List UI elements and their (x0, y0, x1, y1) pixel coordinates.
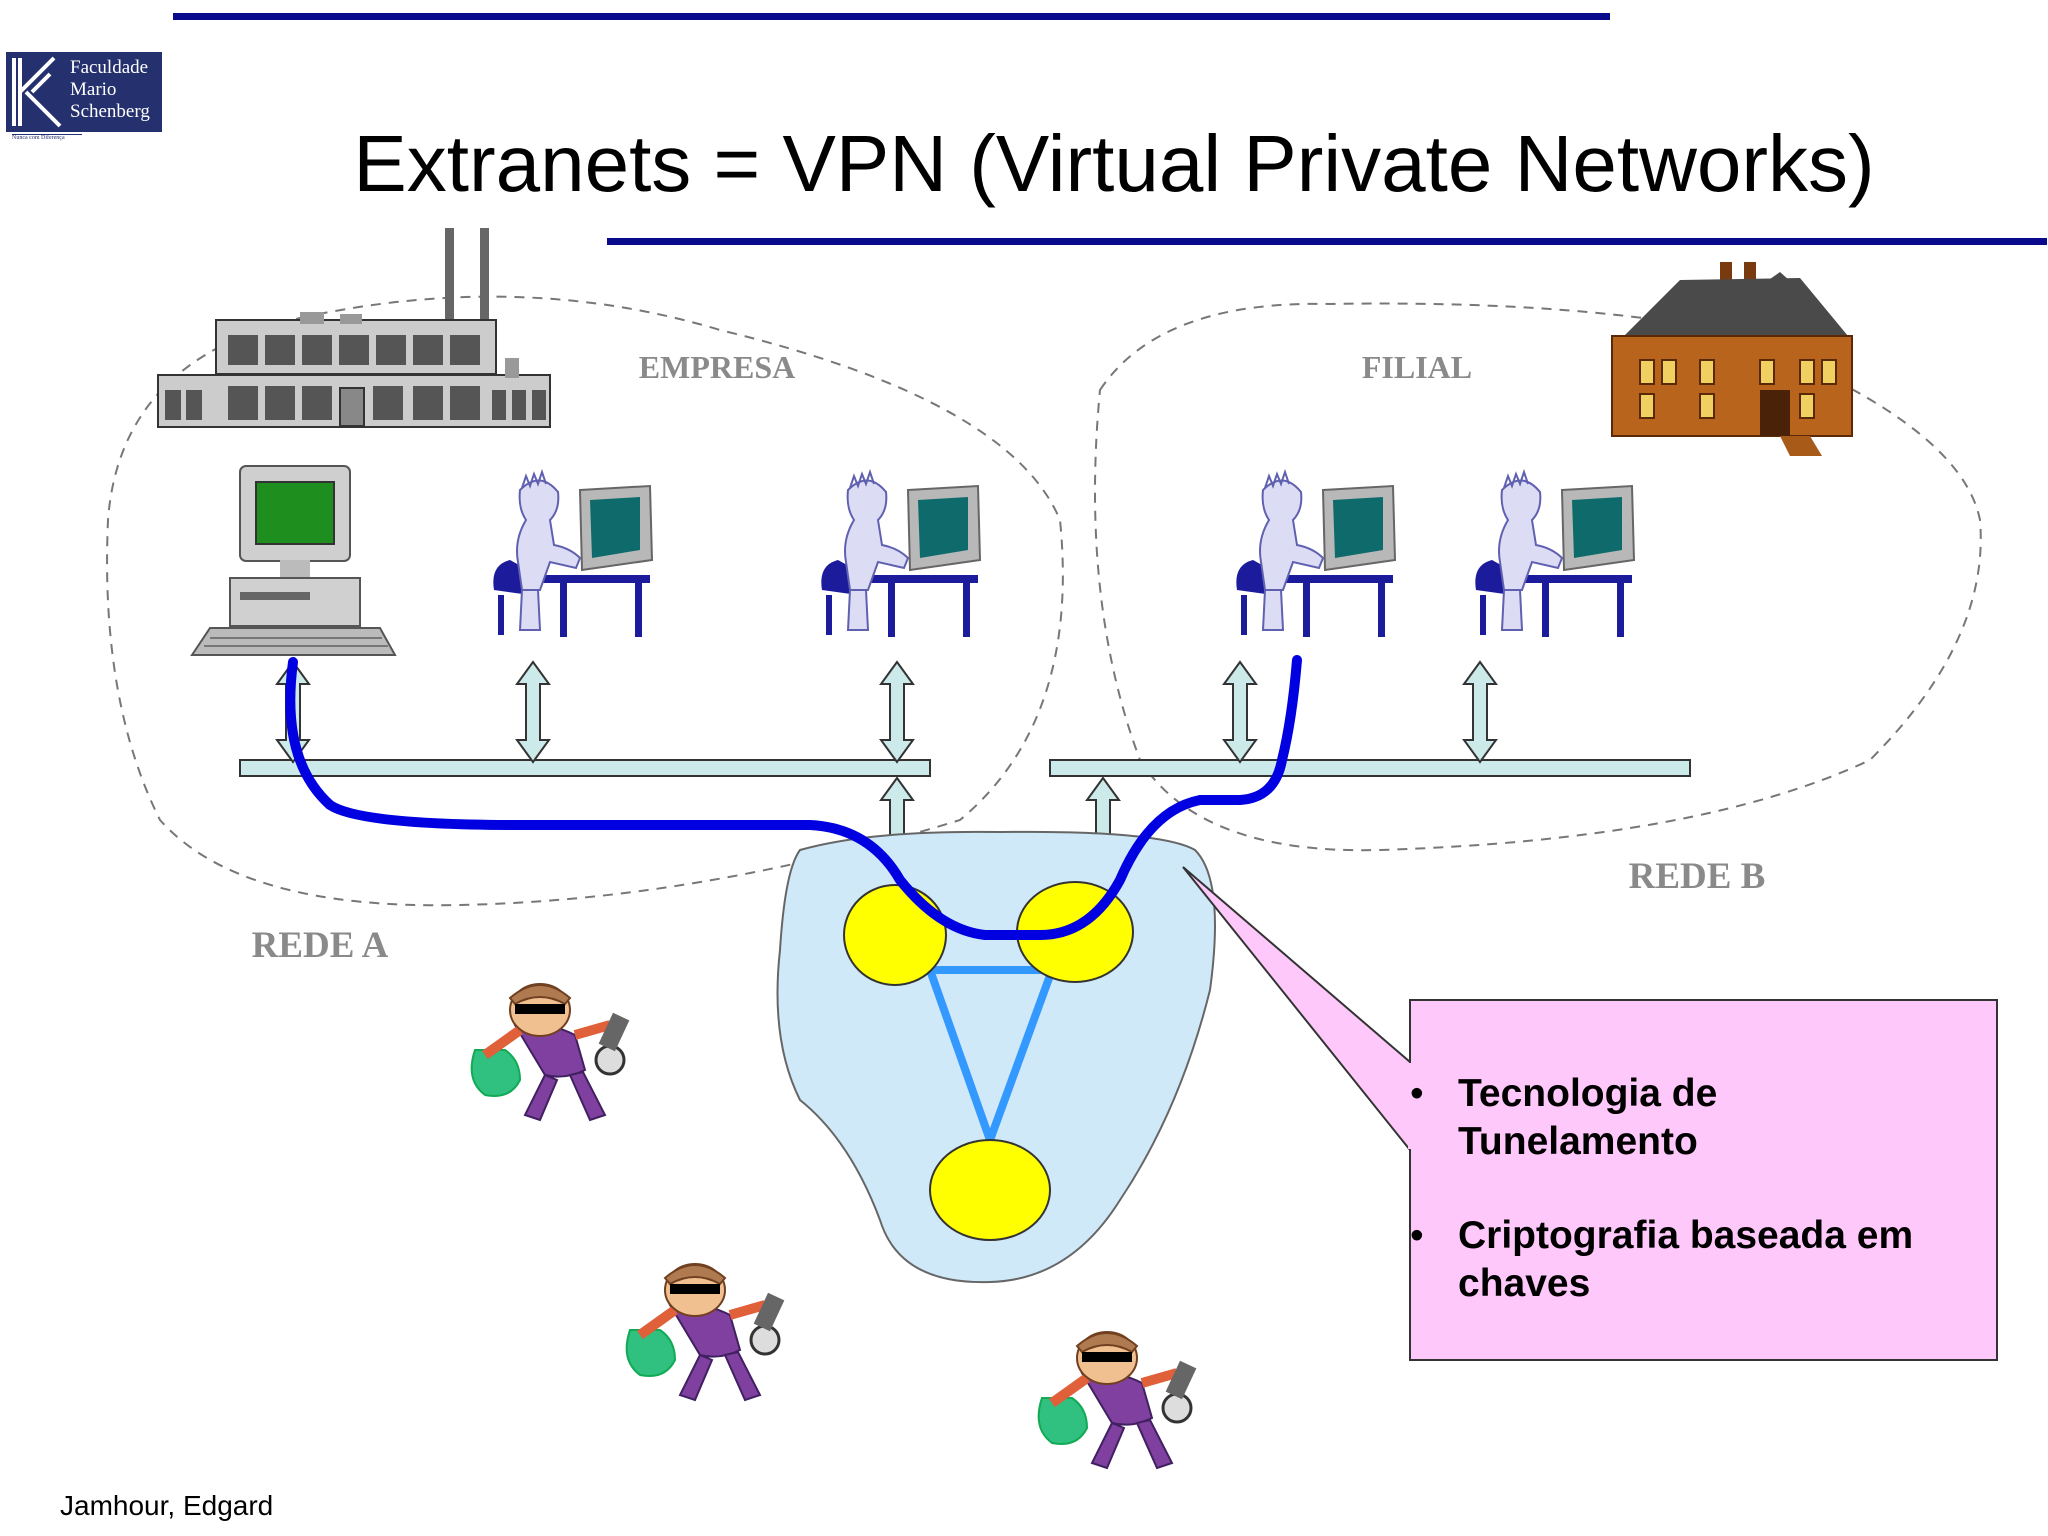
author-footer: Jamhour, Edgard (60, 1490, 274, 1521)
logo-line-1: Faculdade (70, 57, 149, 78)
user-workstation-icon-1 (492, 471, 653, 638)
link-arrow-user-2 (880, 661, 914, 763)
callout-item-1-line-2: Tunelamento (1458, 1120, 1698, 1163)
callout-item-2-line-2: chaves (1458, 1262, 1591, 1305)
callout-item-2: • Criptografia baseada em chaves (1410, 1212, 1970, 1308)
network-b-bus (1049, 759, 1691, 777)
intruder-icon-2 (627, 1264, 785, 1400)
network-a-boundary (106, 295, 1064, 907)
empresa-label: EMPRESA (639, 349, 795, 385)
title-underline (607, 238, 2047, 245)
logo-line-3: Schenberg (70, 101, 150, 122)
user-workstation-icon-4 (1474, 471, 1635, 638)
link-arrow-user-1 (516, 661, 550, 763)
callout-text: • Tecnologia de Tunelamento • Criptograf… (1410, 1070, 1970, 1354)
factory-icon (157, 228, 551, 428)
house-icon (1611, 262, 1853, 456)
router-node-3 (929, 1139, 1051, 1241)
intruder-icon-3 (1039, 1332, 1197, 1468)
desktop-computer-icon (190, 465, 397, 656)
vpn-tunnel (285, 655, 1302, 940)
bullet-icon: • (1410, 1072, 1424, 1115)
top-rule (173, 13, 1610, 20)
logo-tagline: Nunca com Diferença (12, 134, 82, 141)
logo-k-icon (12, 56, 62, 128)
filial-label: FILIAL (1362, 349, 1472, 385)
logo-badge: Faculdade Mario Schenberg (6, 52, 162, 132)
faculty-logo: Faculdade Mario Schenberg Nunca com Dife… (6, 52, 162, 144)
user-workstation-icon-3 (1235, 471, 1396, 638)
callout-item-2-line-1: Criptografia baseada em (1458, 1214, 1914, 1257)
router-node-1 (843, 884, 947, 986)
user-workstation-icon-2 (820, 471, 981, 638)
rede-a-label: REDE A (252, 925, 389, 966)
intruder-icon-1 (472, 984, 630, 1120)
network-a-bus (239, 759, 931, 777)
logo-line-2: Mario (70, 79, 117, 100)
callout-item-1: • Tecnologia de Tunelamento (1410, 1070, 1970, 1166)
callout-item-1-line-1: Tecnologia de (1458, 1072, 1718, 1115)
link-arrow-user-3 (1223, 661, 1257, 763)
callout-pointer (1182, 866, 1411, 1153)
slide-title: Extranets = VPN (Virtual Private Network… (353, 119, 1875, 208)
callout-box (1409, 999, 1998, 1361)
link-arrow-user-4 (1463, 661, 1497, 763)
rede-b-label: REDE B (1629, 856, 1766, 897)
bullet-icon: • (1410, 1214, 1424, 1257)
